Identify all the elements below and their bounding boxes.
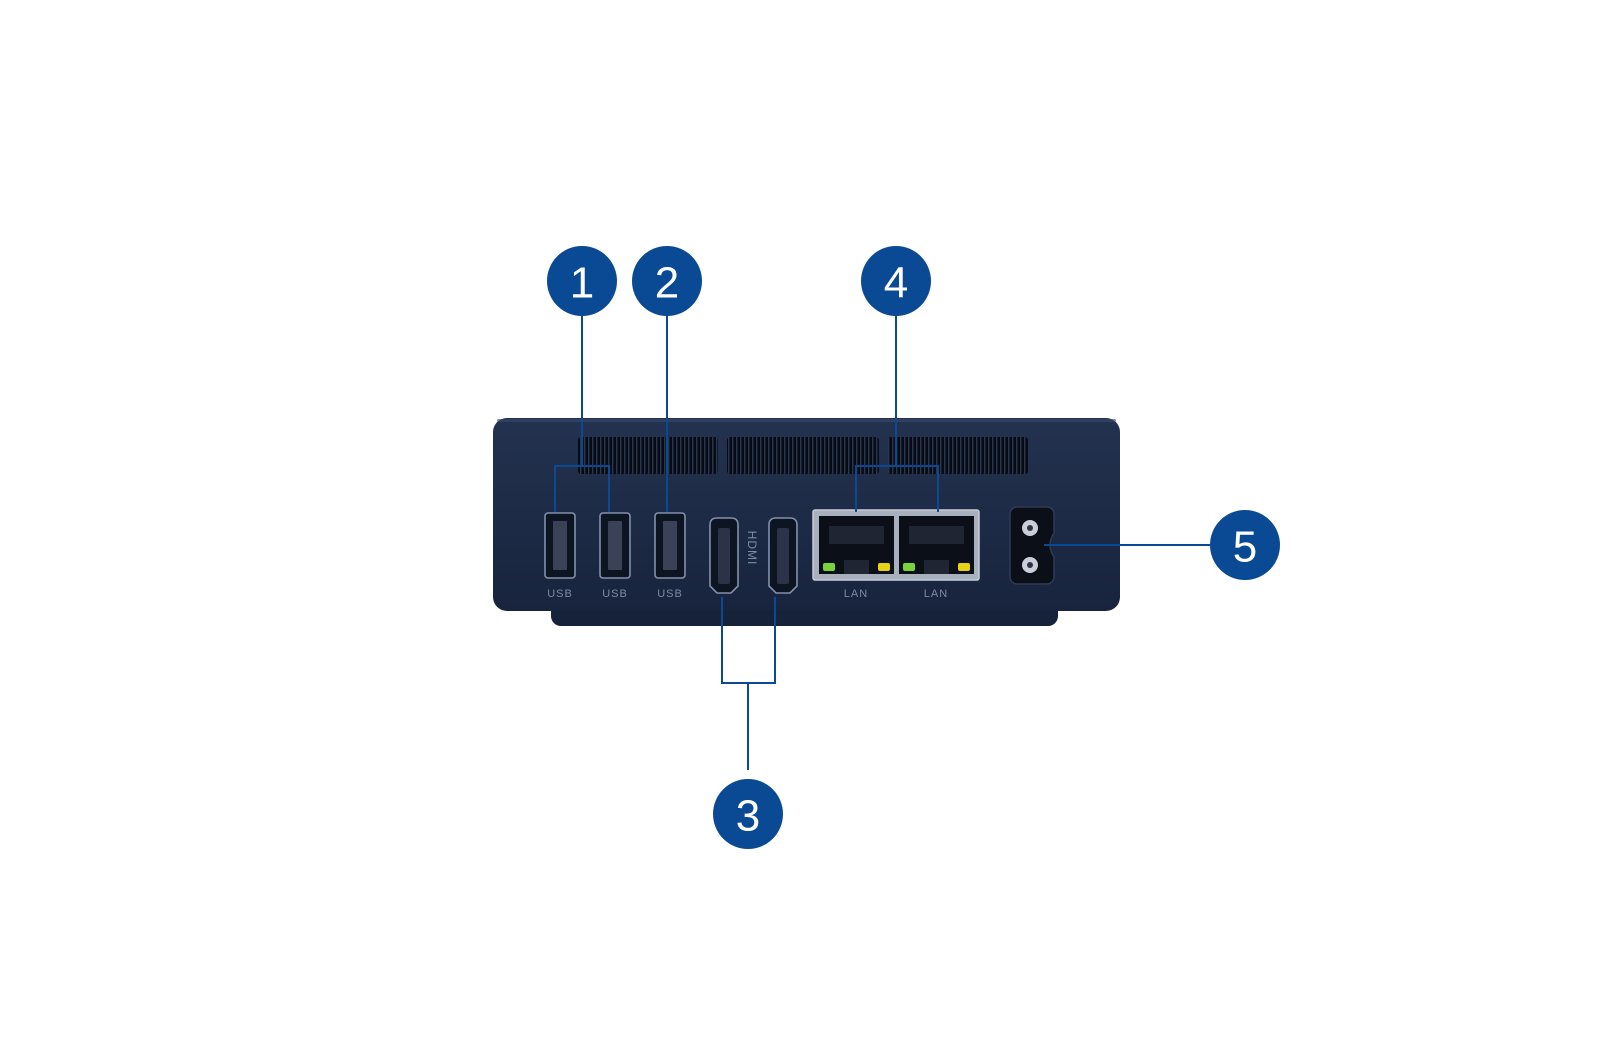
lan-ports: LAN LAN [812,509,980,600]
usb-ports: USB USB USB [544,512,686,600]
power-inlet [1009,506,1055,585]
callout-2-label: 2 [655,259,679,308]
callout-1-label: 1 [570,259,594,308]
lan-2-link-led [903,563,915,571]
usb-port-1 [544,512,576,579]
callout-4: 4 [861,246,931,316]
vent-left [578,437,718,474]
hdmi-ports: HDMI [709,517,798,594]
hdmi-label: HDMI [745,531,759,566]
callout-5: 5 [1210,510,1280,580]
callout-4-circle [861,246,931,316]
usb-port-1-label: USB [547,588,573,600]
ventilation-grilles [578,437,1028,474]
vent-center [727,437,879,474]
hdmi-port-1 [709,517,739,594]
vent-right [888,437,1028,474]
lan-port-2-label: LAN [924,588,948,600]
lan-1-link-led [823,563,835,571]
callout-3: 3 [713,779,783,849]
lan-port-1-label: LAN [844,588,868,600]
leader-line-1-bracket [554,465,610,512]
callout-2-circle [632,246,702,316]
chassis-top-edge [497,419,1116,422]
callout-3-circle [713,779,783,849]
usb-port-2 [599,512,631,579]
lan-port-2 [899,516,974,574]
callout-5-label: 5 [1233,523,1257,572]
leader-lines [554,316,1210,770]
callout-1-circle [547,246,617,316]
callout-4-label: 4 [884,259,908,308]
lan-1-activity-led [878,563,890,571]
usb-port-3 [654,512,686,579]
callout-3-label: 3 [736,792,760,841]
callout-5-circle [1210,510,1280,580]
leader-line-3-bracket [721,597,776,684]
lan-port-1 [819,516,894,574]
callout-1: 1 [547,246,617,316]
hdmi-port-2 [768,517,798,594]
lan-2-activity-led [958,563,970,571]
callout-2: 2 [632,246,702,316]
leader-line-4-bracket [855,465,939,512]
usb-port-2-label: USB [602,588,628,600]
usb-port-3-label: USB [657,588,683,600]
